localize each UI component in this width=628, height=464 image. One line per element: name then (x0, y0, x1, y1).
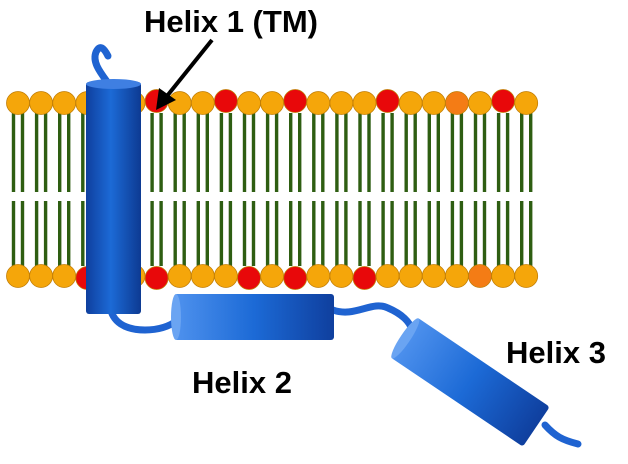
lipid-head-bottom (144, 266, 169, 290)
lipid-head-bottom (491, 264, 516, 288)
helix-1-label: Helix 1 (TM) (144, 4, 318, 39)
lipid-head-bottom (6, 264, 30, 288)
lipid-head-top (306, 91, 331, 115)
lipid-head-bottom (514, 264, 539, 288)
lipid-head-bottom (29, 264, 53, 288)
lipid-head-bottom (306, 264, 331, 288)
lipid-head-bottom (260, 264, 285, 288)
lipid-head-top (352, 91, 377, 115)
lipid-head-bottom (444, 264, 469, 288)
lipid-head-bottom (375, 264, 400, 288)
lipid-heads-top-leaflet (6, 89, 539, 115)
lipid-head-top (190, 91, 215, 115)
helix-3-cylinder (391, 318, 549, 446)
helix-2-cylinder (171, 294, 334, 340)
lipid-head-bottom (190, 264, 215, 288)
lipid-head-top (29, 91, 53, 115)
lipid-head-top (167, 91, 192, 115)
lipid-head-top (421, 91, 446, 115)
pointer-arrow-icon (156, 38, 214, 110)
lipid-head-bottom (213, 264, 238, 288)
lipid-head-top (237, 91, 261, 115)
lipid-head-top (329, 91, 354, 115)
c-terminus-loop (541, 421, 582, 448)
lipid-head-top (514, 91, 539, 115)
lipid-head-bottom (167, 264, 192, 288)
lipid-head-bottom (283, 266, 308, 290)
lipid-head-bottom (398, 264, 423, 288)
lipid-head-top (491, 89, 516, 113)
helix1-helix2-loop (106, 302, 182, 334)
lipid-head-top (444, 91, 469, 115)
lipid-head-top (375, 89, 400, 113)
lipid-head-bottom (329, 264, 354, 288)
lipid-head-bottom (421, 264, 446, 288)
lipid-head-bottom (468, 264, 492, 288)
helix2-helix3-loop (329, 302, 416, 334)
lipid-head-top (260, 91, 285, 115)
lipid-head-bottom (237, 266, 261, 290)
helix-2-label: Helix 2 (192, 365, 292, 400)
helix-1-cylinder (86, 79, 141, 314)
helix-3-label: Helix 3 (506, 335, 606, 370)
lipid-head-top (398, 91, 423, 115)
lipid-head-top (468, 91, 492, 115)
lipid-head-top (213, 89, 238, 113)
lipid-head-top (6, 91, 30, 115)
lipid-head-bottom (352, 266, 377, 290)
lipid-head-bottom (52, 264, 77, 288)
n-terminus-loop (91, 44, 112, 87)
lipid-head-top (283, 89, 308, 113)
lipid-head-top (52, 91, 77, 115)
